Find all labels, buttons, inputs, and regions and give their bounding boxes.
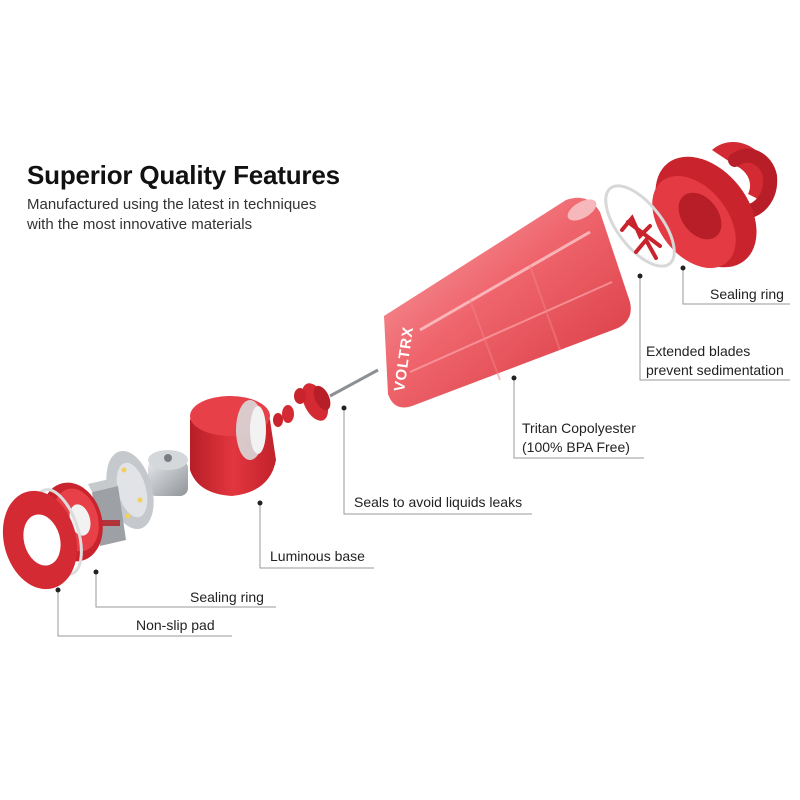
callout-extended-blades-line-2: prevent sedimentation [646,362,784,378]
page-title: Superior Quality Features [27,160,340,190]
cup-body: VOLTRX [384,197,631,408]
callout-sealing-ring-top: Sealing ring [710,286,784,302]
luminous-base [190,396,276,496]
callout-luminous-base: Luminous base [270,548,365,564]
callout-tritan-line-2: (100% BPA Free) [522,439,630,455]
seals [273,383,331,427]
callout-tritan-line-1: Tritan Copolyester [522,420,636,436]
drive-shaft [329,368,379,398]
non-slip-pad [2,490,78,590]
page-subtitle: Manufactured using the latest in techniq… [27,195,367,235]
callout-extended-blades: Extended blades prevent sedimentation [646,342,784,380]
subtitle-line-2: with the most innovative materials [27,216,253,233]
extended-blades [620,214,662,260]
callout-sealing-ring-bottom: Sealing ring [190,589,264,605]
subtitle-line-1: Manufactured using the latest in techniq… [27,196,317,213]
callout-seals: Seals to avoid liquids leaks [354,494,523,510]
motor [148,450,188,496]
callout-extended-blades-line-1: Extended blades [646,343,751,359]
leader-dots [55,265,686,593]
sealing-ring-top [604,184,676,268]
leader-lines [57,268,790,637]
callout-non-slip-pad: Non-slip pad [136,617,215,633]
callout-tritan: Tritan Copolyester (100% BPA Free) [522,419,636,457]
